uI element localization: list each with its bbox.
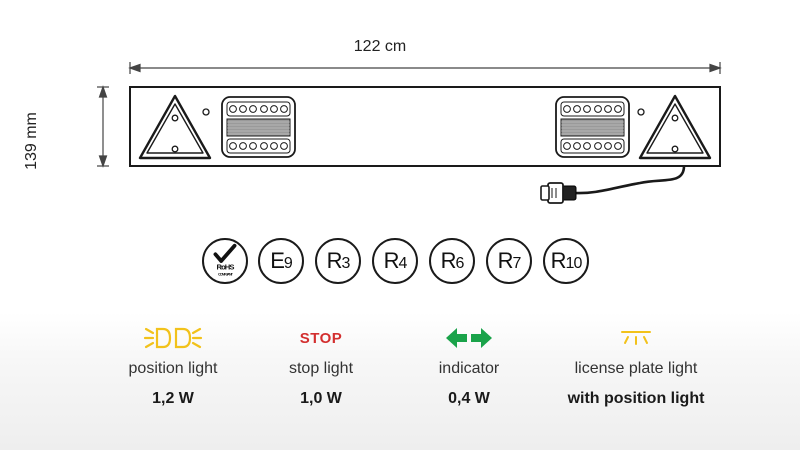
stop-icon: STOP bbox=[236, 322, 406, 354]
left-mount-hole-1 bbox=[202, 108, 210, 116]
cert-mark-main: R bbox=[497, 248, 514, 273]
height-dimension-label: 139 mm bbox=[23, 112, 40, 170]
license-plate-light-icon bbox=[551, 322, 721, 354]
cert-mark-sub: 3 bbox=[341, 255, 350, 272]
feature-wattage: with position light bbox=[567, 390, 705, 407]
width-dimension-label: 122 cm bbox=[353, 38, 407, 55]
cert-mark-sub: 10 bbox=[565, 255, 583, 272]
right-lamp-unit bbox=[555, 96, 630, 158]
left-triangle-reflector bbox=[138, 94, 212, 160]
rohs-compliant-badge: RoHS COMPLIANT bbox=[202, 238, 248, 284]
stop-icon-label: STOP bbox=[299, 329, 343, 347]
indicator-arrows-icon bbox=[384, 322, 554, 354]
feature-wattage: 1,0 W bbox=[300, 390, 342, 407]
feature-band bbox=[0, 312, 800, 450]
cert-mark-sub: 4 bbox=[398, 255, 407, 272]
cert-mark-main: R bbox=[383, 248, 400, 273]
feature-position-light: position light 1,2 W bbox=[88, 322, 258, 408]
rohs-compliant-label: COMPLIANT bbox=[218, 272, 234, 276]
light-bar-drawing bbox=[97, 62, 722, 204]
left-lamp-unit bbox=[221, 96, 296, 158]
width-dimension-line bbox=[128, 62, 722, 74]
rohs-label: RoHS bbox=[217, 263, 235, 272]
feature-name: license plate light bbox=[574, 360, 698, 377]
light-bar-body bbox=[129, 86, 721, 167]
cert-mark-main: R bbox=[326, 248, 343, 273]
power-cable bbox=[574, 165, 686, 195]
position-light-icon bbox=[88, 322, 258, 354]
feature-wattage: 0,4 W bbox=[448, 390, 490, 407]
cert-mark-main: R bbox=[550, 248, 567, 273]
height-dimension-line bbox=[97, 85, 109, 168]
cert-mark-main: E bbox=[270, 248, 285, 273]
feature-wattage: 1,2 W bbox=[152, 390, 194, 407]
feature-license-plate-light: license plate light with position light bbox=[551, 322, 721, 408]
feature-name: position light bbox=[128, 360, 218, 377]
feature-stop-light: STOP stop light 1,0 W bbox=[236, 322, 406, 408]
cert-mark-sub: 6 bbox=[455, 255, 464, 272]
feature-name: stop light bbox=[288, 360, 354, 377]
right-mount-hole-1 bbox=[637, 108, 645, 116]
connector-plug bbox=[540, 182, 577, 204]
cert-mark-sub: 7 bbox=[512, 255, 521, 272]
cert-mark-main: R bbox=[440, 248, 457, 273]
feature-name: indicator bbox=[438, 360, 500, 377]
rohs-check-icon: RoHS COMPLIANT bbox=[213, 243, 237, 276]
cert-mark-sub: 9 bbox=[283, 255, 293, 272]
right-triangle-reflector bbox=[638, 94, 712, 160]
feature-indicator: indicator 0,4 W bbox=[384, 322, 554, 408]
